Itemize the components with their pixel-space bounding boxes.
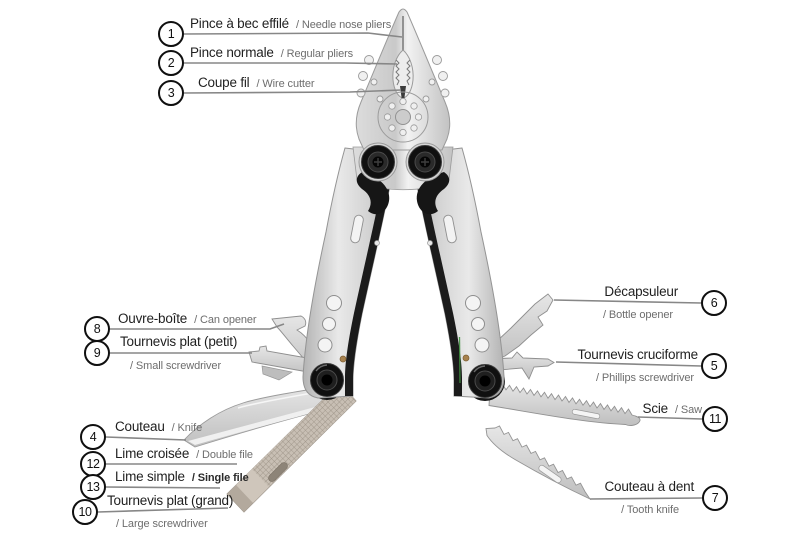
callout-6-label-fr: Décapsuleur (604, 284, 678, 299)
green-artifact-line (458, 336, 461, 384)
callout-5-label-en: / Phillips screwdriver (595, 372, 694, 384)
bottle-opener (484, 293, 554, 363)
callout-11-badge: 11 (702, 406, 728, 432)
callout-3-label: Coupe fil / Wire cutter (198, 75, 315, 92)
callout-2-label: Pince normale / Regular pliers (190, 45, 353, 62)
callout-13-number: 13 (86, 480, 100, 494)
callout-9-label-fr: Tournevis plat (petit) (120, 334, 238, 349)
leader-lines (97, 32, 703, 513)
callout-12-number: 12 (86, 457, 100, 471)
callout-7-label-en-row: / Tooth knife (621, 501, 679, 518)
callout-10-number: 10 (78, 505, 92, 519)
wire-cutter-notch (400, 86, 406, 101)
callout-4-label-en: / Knife (171, 422, 203, 434)
callout-4-label-fr: Couteau (115, 419, 165, 434)
callout-9-label-fr-row: Tournevis plat (petit) (120, 334, 237, 349)
callout-2-badge: 2 (158, 50, 184, 76)
callout-8-label: Ouvre-boîte / Can opener (118, 311, 257, 328)
callout-6-number: 6 (710, 296, 718, 310)
callout-1-label-fr: Pince à bec effilé (190, 16, 289, 31)
callout-12-label-fr: Lime croisée (115, 446, 190, 461)
brass-screw-right (462, 354, 470, 362)
callout-8-label-en: / Can opener (194, 314, 257, 326)
callout-8-label-fr: Ouvre-boîte (118, 311, 188, 326)
callout-9-label-en: / Small screwdriver (130, 360, 222, 372)
pivot-bolt-top-left (358, 142, 398, 182)
callout-6-label-en-row: / Bottle opener (603, 306, 673, 323)
callout-5-label-en-row: / Phillips screwdriver (596, 369, 694, 386)
file-large-screwdriver (226, 382, 357, 513)
callout-13-label: Lime simple / Single file (115, 469, 249, 486)
callout-5-badge: 5 (701, 353, 727, 379)
callout-5-label-fr: Tournevis cruciforme (577, 347, 698, 362)
callout-3-number: 3 (167, 86, 175, 100)
callout-6-label-en: / Bottle opener (602, 309, 673, 321)
saw-blade (488, 381, 641, 426)
callout-10-label-en: / Large screwdriver (116, 518, 208, 530)
callout-8-badge: 8 (84, 316, 110, 342)
callout-8-number: 8 (93, 322, 101, 336)
callout-13-label-fr: Lime simple (115, 469, 185, 484)
callout-7-label-fr: Couteau à dent (604, 479, 694, 494)
callout-10-badge: 10 (72, 499, 98, 525)
callout-11-label: Scie / Saw (642, 401, 703, 418)
tooth-knife (485, 425, 592, 501)
callout-3-label-en: / Wire cutter (256, 78, 315, 90)
pivot-bolt-top-right (405, 142, 445, 182)
callout-11-number: 11 (709, 412, 721, 426)
callout-11-label-en: / Saw (674, 404, 702, 416)
callout-7-label-en: / Tooth knife (621, 504, 679, 516)
callout-12-label: Lime croisée / Double file (115, 446, 253, 463)
callout-9-number: 9 (93, 346, 101, 360)
pliers-head (352, 8, 454, 215)
callout-13-badge: 13 (80, 474, 106, 500)
pivot-bolt-bottom-right (468, 364, 502, 398)
phillips-screwdriver (487, 351, 555, 380)
callout-3-label-fr: Coupe fil (198, 75, 250, 90)
callout-9-label-en-row: / Small screwdriver (130, 357, 221, 374)
callout-4-label: Couteau / Knife (115, 419, 202, 436)
pivot-plate-seam (377, 91, 429, 143)
callout-3-badge: 3 (158, 80, 184, 106)
callout-1-number: 1 (167, 27, 175, 41)
callout-10-label-en-row: / Large screwdriver (116, 515, 208, 532)
brass-screw-left (339, 355, 347, 363)
callout-4-badge: 4 (80, 424, 106, 450)
callout-12-badge: 12 (80, 451, 106, 477)
callout-5-number: 5 (710, 359, 718, 373)
jaw-holes (356, 55, 450, 103)
callout-11-label-fr: Scie (642, 401, 669, 416)
callout-7-number: 7 (711, 491, 719, 505)
callout-9-badge: 9 (84, 340, 110, 366)
callout-6-label-fr-row: Décapsuleur (604, 284, 678, 299)
callout-1-label: Pince à bec effilé / Needle nose pliers (190, 16, 391, 33)
callout-10-label-fr-row: Tournevis plat (grand) (107, 493, 233, 508)
callout-1-label-en: / Needle nose pliers (295, 19, 392, 31)
callout-2-number: 2 (167, 56, 175, 70)
callout-10-label-fr: Tournevis plat (grand) (107, 493, 234, 508)
callout-13-label-en: / Single file (191, 472, 249, 484)
callout-12-label-en: / Double file (196, 449, 253, 461)
callout-2-label-fr: Pince normale (190, 45, 274, 60)
callout-7-label-fr-row: Couteau à dent (604, 479, 694, 494)
pivot-plate-holes (383, 97, 423, 137)
callout-1-badge: 1 (158, 21, 184, 47)
callout-5-label-fr-row: Tournevis cruciforme (577, 347, 698, 362)
callout-4-number: 4 (89, 430, 97, 444)
callout-6-badge: 6 (701, 290, 727, 316)
callout-7-badge: 7 (702, 485, 728, 511)
pivot-bolt-bottom-left (310, 363, 344, 397)
callout-2-label-en: / Regular pliers (280, 48, 354, 60)
